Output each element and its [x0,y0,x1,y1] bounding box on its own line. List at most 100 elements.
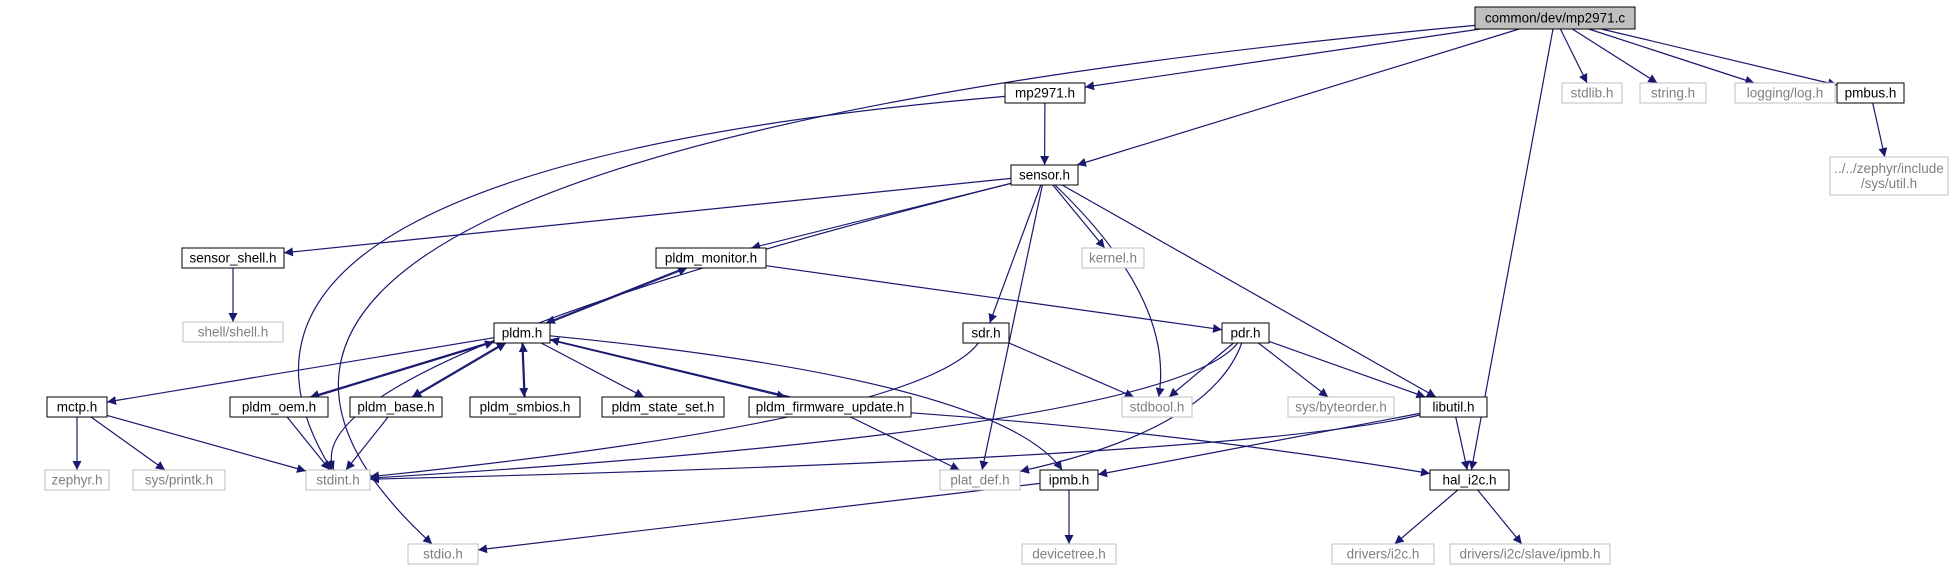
node-pdr-h[interactable]: pdr.h [1221,322,1270,344]
node-box [1734,82,1836,104]
node-kernel-h: kernel.h [1081,247,1145,269]
node-libutil-h[interactable]: libutil.h [1419,396,1488,418]
node-label: kernel.h [1089,251,1137,266]
node-label: stdlib.h [1571,86,1614,101]
node-plat-def-h: plat_def.h [939,469,1021,491]
edge-root-to-mp2971-h [1084,28,1481,91]
node-label: stdint.h [316,473,360,488]
edge-pdr-h-to-libutil-h [1268,340,1426,399]
node-label: string.h [1651,86,1695,101]
edge-mctp-h-to-stdint-h [106,414,307,473]
node-label: pldm_base.h [357,400,434,415]
node-label: pldm_smbios.h [480,400,571,415]
node-box [229,396,329,418]
edge-libutil-h-to-stdint-h [369,414,1421,484]
edge-pldm-oem-h-to-pldm-h [313,340,495,398]
node-label: ../../zephyr/include/sys/util.h [1834,161,1944,191]
node-pldm-smbios-h[interactable]: pldm_smbios.h [469,396,581,418]
node-box [305,469,371,491]
node-label: pldm.h [502,326,543,341]
node-mctp-h[interactable]: mctp.h [46,396,108,418]
node-box [1221,322,1270,344]
edge-pldm-monitor-h-to-pldm-h [545,267,685,324]
edge-libutil-h-to-hal-i2c-h [1455,416,1470,471]
node-drivers-i2c-h: drivers/i2c.h [1331,543,1435,565]
node-box [493,322,551,344]
node-sdr-h[interactable]: sdr.h [962,322,1010,344]
node-root[interactable]: common/dev/mp2971.c [1474,6,1636,30]
edge-pldm-firmware-update-h-to-pldm-h [549,337,791,398]
edge-sensor-h-to-stdint-h [326,182,1012,471]
edge-sensor-h-to-libutil-h [1061,184,1437,398]
node-sensor-shell-h[interactable]: sensor_shell.h [181,247,285,269]
edge-ipmb-h-to-stdio-h [477,482,1041,554]
node-byteorder-h: sys/byteorder.h [1287,396,1395,418]
edge-sdr-h-to-stdbool-h [1008,342,1135,398]
node-pldm-state-set-h[interactable]: pldm_state_set.h [601,396,725,418]
edge-pldm-h-to-pldm-oem-h [309,340,495,399]
edge-sensor-h-to-plat-def-h [979,184,1043,471]
node-ipmb-h[interactable]: ipmb.h [1039,469,1099,491]
node-label: logging/log.h [1747,86,1824,101]
node-label: hal_i2c.h [1442,473,1496,488]
node-box [748,396,912,418]
edge-pldm-h-to-ipmb-h [549,335,1063,471]
node-box [962,322,1010,344]
node-box [1449,543,1611,565]
node-stdint-h: stdint.h [305,469,371,491]
node-util-h: ../../zephyr/include/sys/util.h [1829,156,1949,196]
edge-pldm-h-to-pldm-firmware-update-h [549,339,787,400]
node-label: drivers/i2c/slave/ipmb.h [1459,547,1600,562]
node-box [407,543,479,565]
node-stdbool-h: stdbool.h [1121,396,1193,418]
node-label: pldm_monitor.h [665,251,757,266]
edge-pldm-h-to-pldm-monitor-h [548,267,688,324]
node-pldm-oem-h[interactable]: pldm_oem.h [229,396,329,418]
node-label: common/dev/mp2971.c [1485,11,1626,26]
node-layer: common/dev/mp2971.c mp2971.h stdlib.h strin… [44,6,1949,565]
edge-sensor-h-to-sdr-h [988,184,1042,324]
node-label: devicetree.h [1032,547,1106,562]
node-sensor-h[interactable]: sensor.h [1010,164,1079,186]
node-box [1639,82,1707,104]
edge-pldm-h-to-mctp-h [106,337,495,405]
edge-pldm-firmware-update-h-to-hal-i2c-h [910,412,1431,477]
node-box [1836,82,1905,104]
node-pldm-base-h[interactable]: pldm_base.h [349,396,443,418]
edge-pldm-smbios-h-to-pldm-h [518,342,528,398]
edge-libutil-h-to-ipmb-h [1097,412,1421,478]
node-box [1121,396,1193,418]
node-pldm-monitor-h[interactable]: pldm_monitor.h [655,247,767,269]
edge-hal-i2c-h-to-drivers-i2c-h [1394,489,1459,545]
node-pldm-firmware-update-h[interactable]: pldm_firmware_update.h [748,396,912,418]
node-box [349,396,443,418]
edge-pldm-h-to-pldm-state-set-h [540,342,645,398]
node-label: pldm_firmware_update.h [756,400,905,415]
node-box [1081,247,1145,269]
node-hal-i2c-h[interactable]: hal_i2c.h [1429,469,1510,491]
node-label: drivers/i2c.h [1347,547,1420,562]
node-pldm-h[interactable]: pldm.h [493,322,551,344]
edge-pldm-h-to-pldm-base-h [411,342,505,398]
node-box [1331,543,1435,565]
node-label: plat_def.h [950,473,1009,488]
edge-pdr-h-to-byteorder-h [1258,342,1329,398]
node-box [1010,164,1079,186]
node-mp2971-h[interactable]: mp2971.h [1004,82,1086,104]
edge-pdr-h-to-stdint-h [369,342,1239,483]
node-log-h: logging/log.h [1734,82,1836,104]
node-pmbus-h[interactable]: pmbus.h [1836,82,1905,104]
node-label: sys/byteorder.h [1295,400,1387,415]
node-label: zephyr.h [51,473,102,488]
node-box [655,247,767,269]
node-stdlib-h: stdlib.h [1561,82,1623,104]
edge-pldm-monitor-h-to-pdr-h [765,265,1223,333]
node-box [1039,469,1099,491]
edge-pldm-base-h-to-pldm-h [413,342,507,398]
node-label: sdr.h [971,326,1000,341]
edge-root-to-log-h [1588,28,1755,85]
node-label: pmbus.h [1845,86,1897,101]
edge-sensor-h-to-stdbool-h [1054,184,1165,398]
node-box [1829,156,1949,196]
